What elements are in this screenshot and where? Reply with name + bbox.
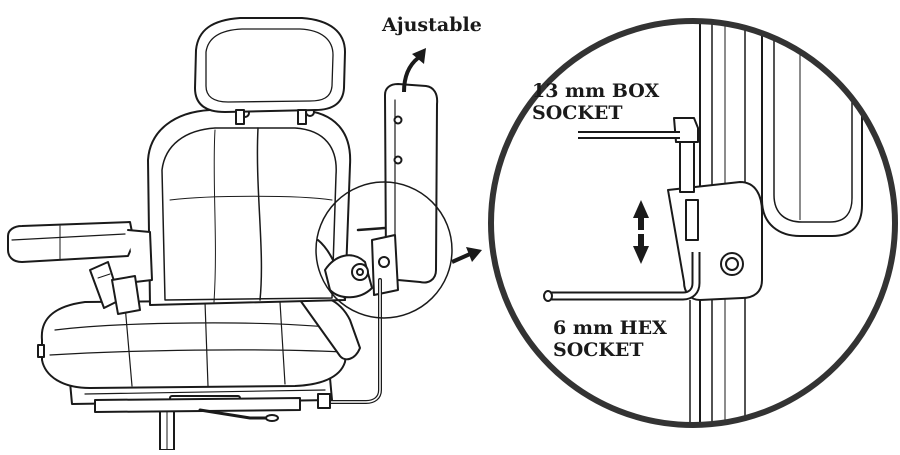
hex-socket-label-line2: SOCKET: [553, 339, 644, 361]
right-arrow-icon: [451, 247, 482, 264]
box-socket-label-line1: 13 mm BOX: [532, 80, 660, 102]
hex-socket-label: 6 mm HEX SOCKET: [553, 317, 667, 361]
adjustable-label: Ajustable: [382, 14, 482, 36]
seat-left-mechanism: [37, 261, 141, 358]
seat-right-armrest: [384, 83, 439, 284]
detail-hex-wrench: [548, 252, 701, 301]
box-socket-label: 13 mm BOX SOCKET: [532, 80, 659, 124]
seat-backrest: [147, 107, 352, 306]
seat-left-armrest: [7, 221, 153, 283]
box-socket-label-line2: SOCKET: [532, 102, 623, 124]
detail-armrest: [761, 21, 863, 237]
zoom-area-circle: [315, 181, 453, 319]
seat-headrest: [194, 17, 346, 125]
seat-illustration: [7, 17, 453, 451]
seat-cushion: [40, 299, 350, 389]
curved-arrow-icon: [402, 48, 426, 93]
seat-support-bar: [317, 278, 382, 409]
up-down-arrows-icon: [633, 200, 649, 264]
detail-bracket-plate: [667, 181, 763, 301]
detail-circle-frame: [488, 18, 898, 428]
hex-socket-label-line1: 6 mm HEX: [553, 317, 667, 339]
